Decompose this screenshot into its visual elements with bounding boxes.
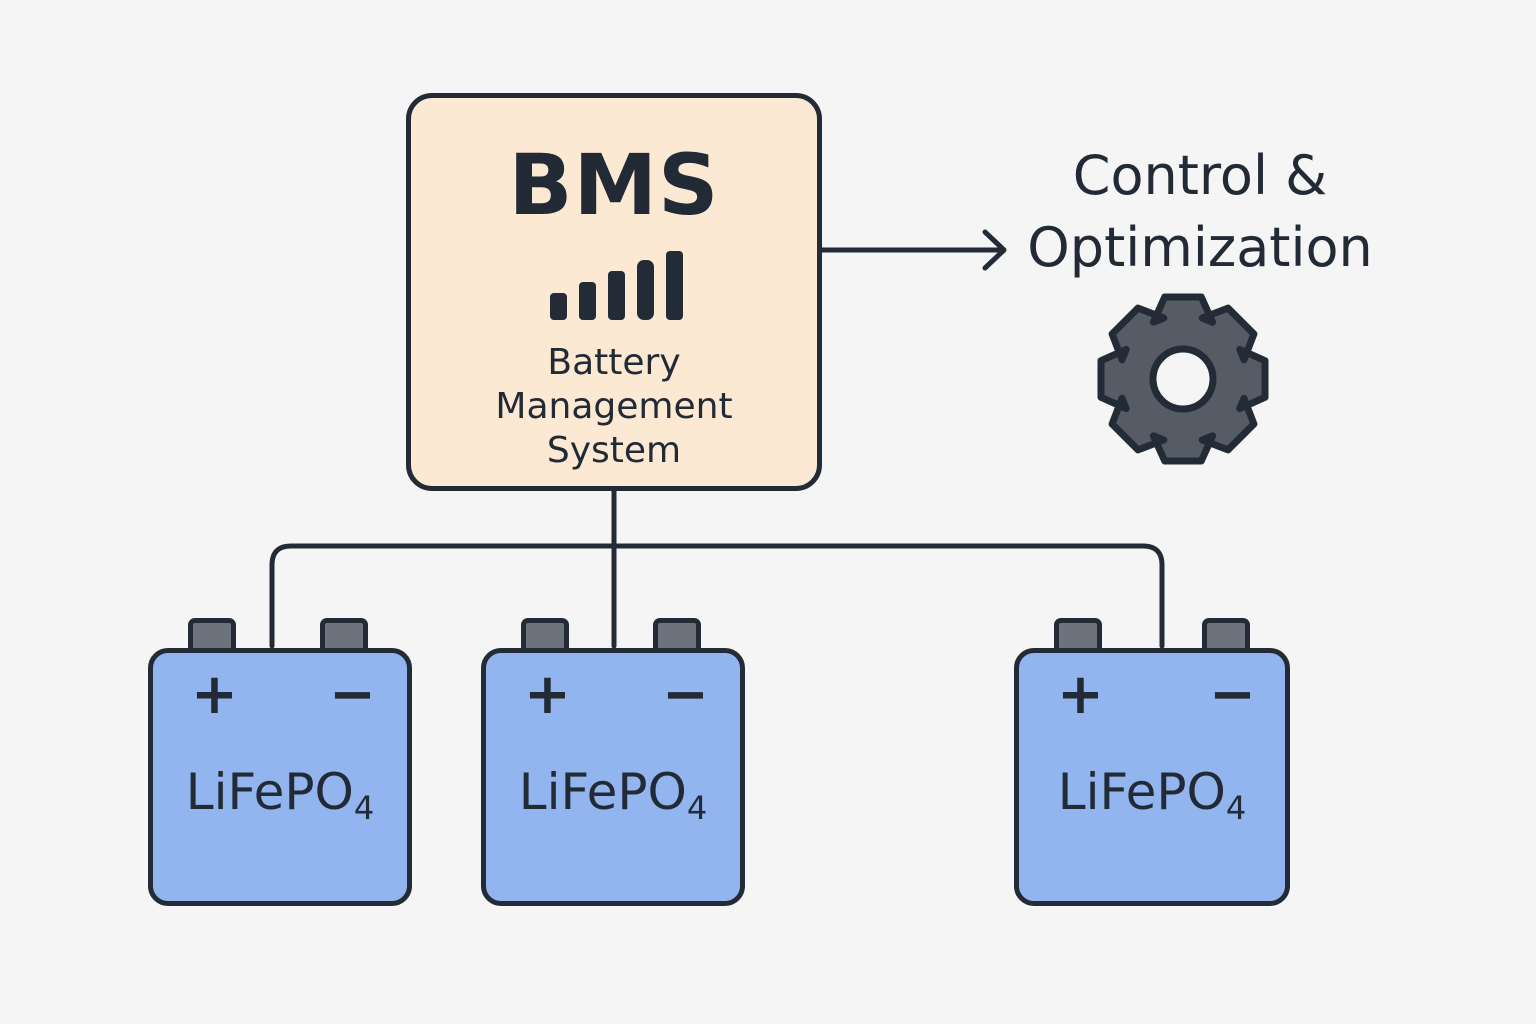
minus-icon: − xyxy=(662,662,709,727)
battery-chemistry-label: LiFePO4 xyxy=(185,763,375,827)
bms-to-control-arrow xyxy=(819,229,1007,271)
battery-chemistry-label: LiFePO4 xyxy=(1057,763,1247,827)
negative-terminal xyxy=(320,618,368,652)
signal-bar xyxy=(550,293,567,320)
battery-3: + − LiFePO4 xyxy=(1014,618,1290,908)
negative-terminal xyxy=(653,618,701,652)
bms-subtitle-line: System xyxy=(546,430,682,471)
bms-subtitle-line: Management xyxy=(495,386,733,427)
positive-terminal xyxy=(1054,618,1102,652)
battery-1: + − LiFePO4 xyxy=(148,618,412,908)
minus-icon: − xyxy=(329,662,376,727)
bus-wire xyxy=(269,543,1165,649)
bms-subtitle-line: Battery xyxy=(547,342,681,383)
plus-icon: + xyxy=(524,662,571,727)
signal-bar xyxy=(637,260,654,320)
minus-icon: − xyxy=(1209,662,1256,727)
bms-subtitle: Battery Management System xyxy=(411,341,817,473)
positive-terminal xyxy=(521,618,569,652)
signal-bars-icon xyxy=(550,251,683,320)
battery-chemistry-label: LiFePO4 xyxy=(518,763,708,827)
gear-icon xyxy=(1097,293,1269,465)
battery-cell: + − LiFePO4 xyxy=(1014,648,1290,906)
battery-cell: + − LiFePO4 xyxy=(148,648,412,906)
control-optimization-label: Control & Optimization xyxy=(1010,140,1390,284)
signal-bar xyxy=(608,271,625,320)
battery-cell: + − LiFePO4 xyxy=(481,648,745,906)
plus-icon: + xyxy=(191,662,238,727)
signal-bar xyxy=(579,282,596,320)
battery-2: + − LiFePO4 xyxy=(481,618,745,908)
bms-title: BMS xyxy=(508,136,720,234)
negative-terminal xyxy=(1202,618,1250,652)
control-label-line: Optimization xyxy=(1027,216,1373,279)
plus-icon: + xyxy=(1057,662,1104,727)
control-label-line: Control & xyxy=(1072,144,1328,207)
signal-bar xyxy=(666,251,683,320)
positive-terminal xyxy=(188,618,236,652)
bms-box: BMS Battery Management System xyxy=(406,93,822,491)
